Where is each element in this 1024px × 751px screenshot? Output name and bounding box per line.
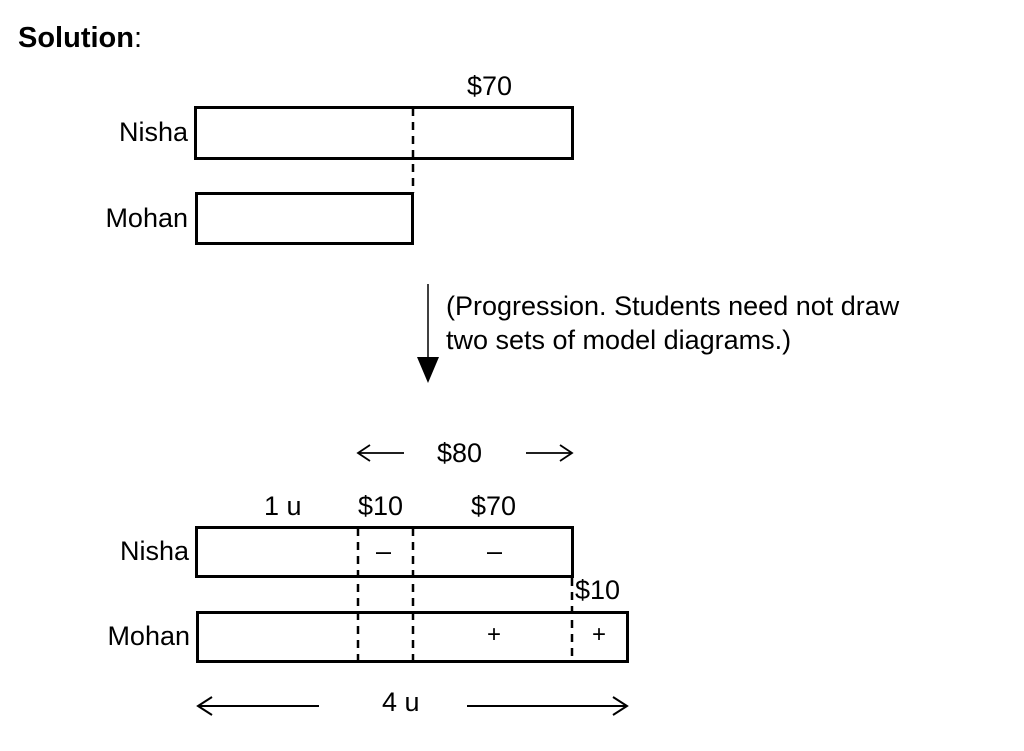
bottom-nisha-bar [195, 526, 574, 578]
top-mohan-bar [195, 192, 414, 245]
nisha-minus-mark-1: – [376, 536, 392, 566]
total-4u-label: 4 u [382, 687, 420, 717]
top-nisha-label: Nisha [118, 117, 188, 147]
solution-title: Solution: [18, 22, 142, 55]
nisha-minus-mark-2: – [487, 536, 503, 566]
bottom-mohan-label: Mohan [107, 621, 190, 651]
solution-title-text: Solution [18, 22, 134, 54]
down-arrow-icon [417, 357, 439, 383]
total-left-arrow [196, 696, 319, 716]
top-nisha-bar [194, 106, 574, 160]
top-70-label: $70 [467, 71, 513, 101]
mohan-plus-mark-1: + [487, 621, 502, 648]
bracket-80-label: $80 [437, 438, 483, 468]
solution-title-colon: : [133, 22, 143, 54]
label-10-added: $10 [575, 575, 621, 605]
bottom-nisha-label: Nisha [119, 536, 189, 566]
label-70: $70 [471, 491, 517, 521]
progression-note: (Progression. Students need not draw two… [446, 289, 899, 357]
label-10-nisha: $10 [358, 491, 404, 521]
top-mohan-label: Mohan [105, 203, 188, 233]
progression-note-line1: (Progression. Students need not draw [446, 291, 900, 321]
total-right-arrow [467, 696, 629, 716]
label-1u: 1 u [264, 491, 302, 521]
bracket-80-left-arrow [356, 444, 404, 462]
mohan-plus-mark-2: + [592, 621, 607, 648]
bracket-80-right-arrow [526, 444, 574, 462]
progression-note-line2: two sets of model diagrams.) [446, 325, 792, 355]
